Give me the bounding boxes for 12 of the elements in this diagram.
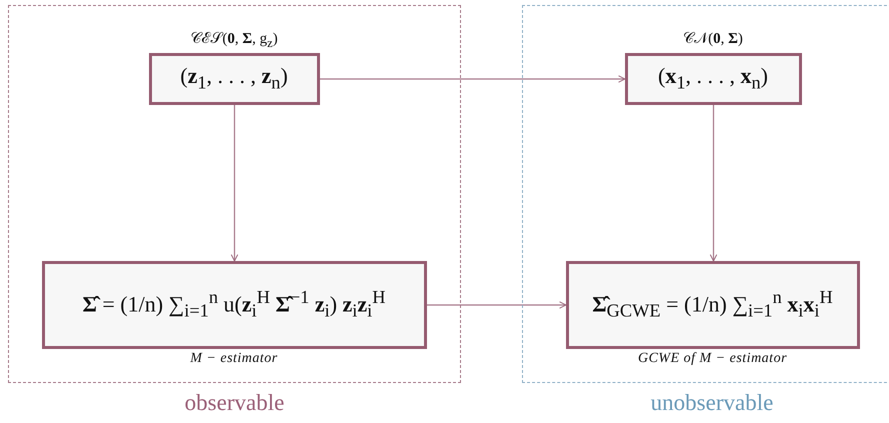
formula: (x$_{1}$, . . . , x$_{n}$) <box>658 63 768 94</box>
arrow <box>427 301 566 309</box>
arrow <box>710 105 718 262</box>
arrow <box>320 75 626 83</box>
distribution-label: 𝒞𝒩(0, Σ) <box>682 30 744 48</box>
formula: (z$_{1}$, . . . , z$_{n}$) <box>180 63 288 94</box>
distribution-label: 𝒞ℰ𝒮(0, Σ, g$_{z}$) <box>189 30 279 50</box>
arrow <box>230 105 238 262</box>
box-caption: M − estimator <box>189 350 279 366</box>
box-caption: GCWE of M − estimator <box>636 350 788 366</box>
region-label: observable <box>184 390 286 416</box>
region-label: unobservable <box>650 390 774 416</box>
